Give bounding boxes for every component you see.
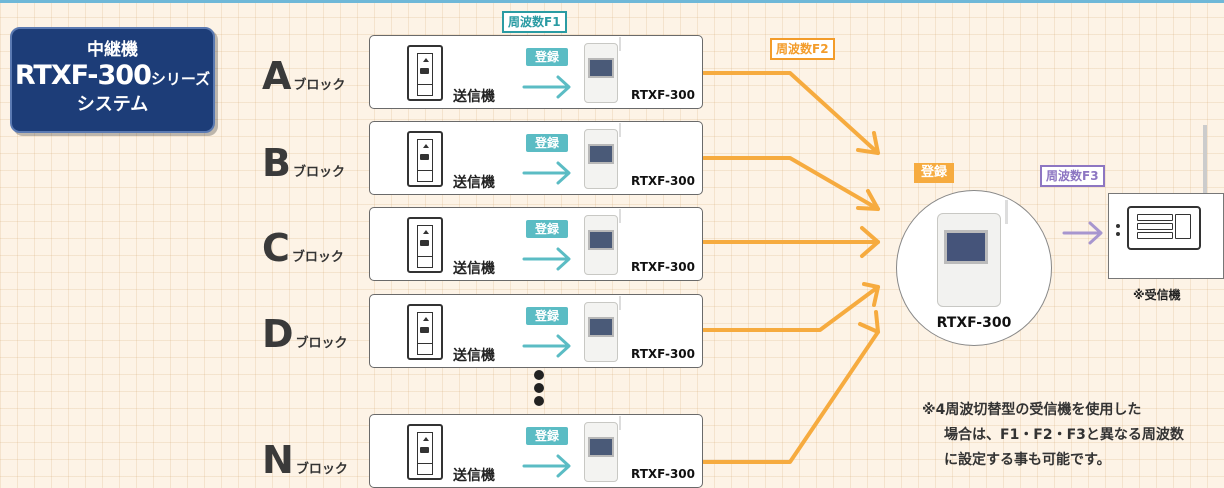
arrowhead-d (862, 282, 880, 307)
teal-arrow-icon (522, 334, 571, 358)
note-line3: に設定する事も可能です。 (944, 452, 1111, 468)
transmitter-icon (407, 424, 443, 480)
repeater-model-label: RTXF-300 (631, 174, 695, 188)
note-line1: ※4周波切替型の受信機を使用した (922, 402, 1142, 418)
teal-arrow-icon (522, 161, 571, 185)
receiver-panel (1127, 206, 1201, 250)
arrowhead-b (856, 189, 880, 211)
transmitter-label: 送信機 (453, 468, 495, 484)
receiver-led (1116, 232, 1120, 236)
block-row-c: 送信機 登録 RTXF-300 (369, 207, 703, 281)
transmitter-label: 送信機 (453, 175, 495, 191)
frequency-f2-tag: 周波数F2 (770, 38, 835, 60)
receiver-antenna (1203, 125, 1207, 195)
teal-arrow-icon (522, 247, 571, 271)
transmitter-icon (407, 45, 443, 101)
transmitter-icon (407, 304, 443, 360)
transmitter-label: 送信機 (453, 261, 495, 277)
hub-device-icon (937, 200, 1008, 307)
arrow-a-to-hub (702, 71, 880, 155)
repeater-model-label: RTXF-300 (631, 347, 695, 361)
teal-arrow-icon (522, 75, 571, 99)
transmitter-label: 送信機 (453, 348, 495, 364)
register-badge: 登録 (526, 427, 568, 445)
title-series: シリーズ (150, 70, 211, 88)
block-row-b: 送信機 登録 RTXF-300 (369, 121, 703, 195)
receiver-device (1108, 193, 1224, 279)
repeater-device-icon (584, 416, 621, 482)
repeater-device-icon (584, 37, 621, 103)
arrow-b-to-hub (702, 156, 880, 211)
transmitter-label: 送信機 (453, 89, 495, 105)
teal-arrow-icon (522, 454, 571, 478)
arrow-n-to-hub (702, 330, 880, 464)
footnote: ※4周波切替型の受信機を使用した 場合は、F1・F2・F3と異なる周波数 に設定… (922, 398, 1184, 473)
repeater-model-label: RTXF-300 (631, 88, 695, 102)
transmitter-icon (407, 131, 443, 187)
title-line3: システム (76, 94, 149, 115)
register-badge: 登録 (526, 307, 568, 325)
note-line2: 場合は、F1・F2・F3と異なる周波数 (944, 427, 1184, 443)
purple-arrow-icon (1062, 221, 1103, 245)
arrowhead-n (858, 310, 880, 334)
title-line2: RTXF-300シリーズ (12, 61, 213, 94)
receiver-label: ※受信機 (1133, 288, 1181, 302)
repeater-model-label: RTXF-300 (631, 260, 695, 274)
register-badge: 登録 (526, 48, 568, 66)
title-model: RTXF-300 (14, 60, 152, 91)
receiver-led (1116, 224, 1120, 228)
arrow-d-to-hub (702, 285, 880, 332)
block-row-d: 送信機 登録 RTXF-300 (369, 294, 703, 368)
frequency-f1-tag: 周波数F1 (502, 11, 567, 33)
register-badge: 登録 (526, 220, 568, 238)
frequency-f3-tag: 周波数F3 (1040, 165, 1105, 187)
transmitter-icon (407, 217, 443, 273)
ellipsis-vertical-icon (534, 370, 544, 409)
system-title-badge: 中継機 RTXF-300シリーズ システム (10, 27, 215, 133)
arrowhead-a (856, 131, 880, 155)
hub-model-label: RTXF-300 (936, 315, 1012, 331)
top-border-line (0, 0, 1224, 3)
repeater-device-icon (584, 123, 621, 189)
repeater-model-label: RTXF-300 (631, 467, 695, 481)
register-badge: 登録 (526, 134, 568, 152)
block-row-n: 送信機 登録 RTXF-300 (369, 414, 703, 488)
arrowhead-c (860, 226, 880, 258)
repeater-device-icon (584, 296, 621, 362)
title-line1: 中継機 (87, 40, 138, 60)
hub-register-badge: 登録 (914, 163, 954, 183)
hub-repeater: RTXF-300 (896, 190, 1052, 346)
repeater-device-icon (584, 209, 621, 275)
block-row-a: 送信機 登録 RTXF-300 (369, 35, 703, 109)
